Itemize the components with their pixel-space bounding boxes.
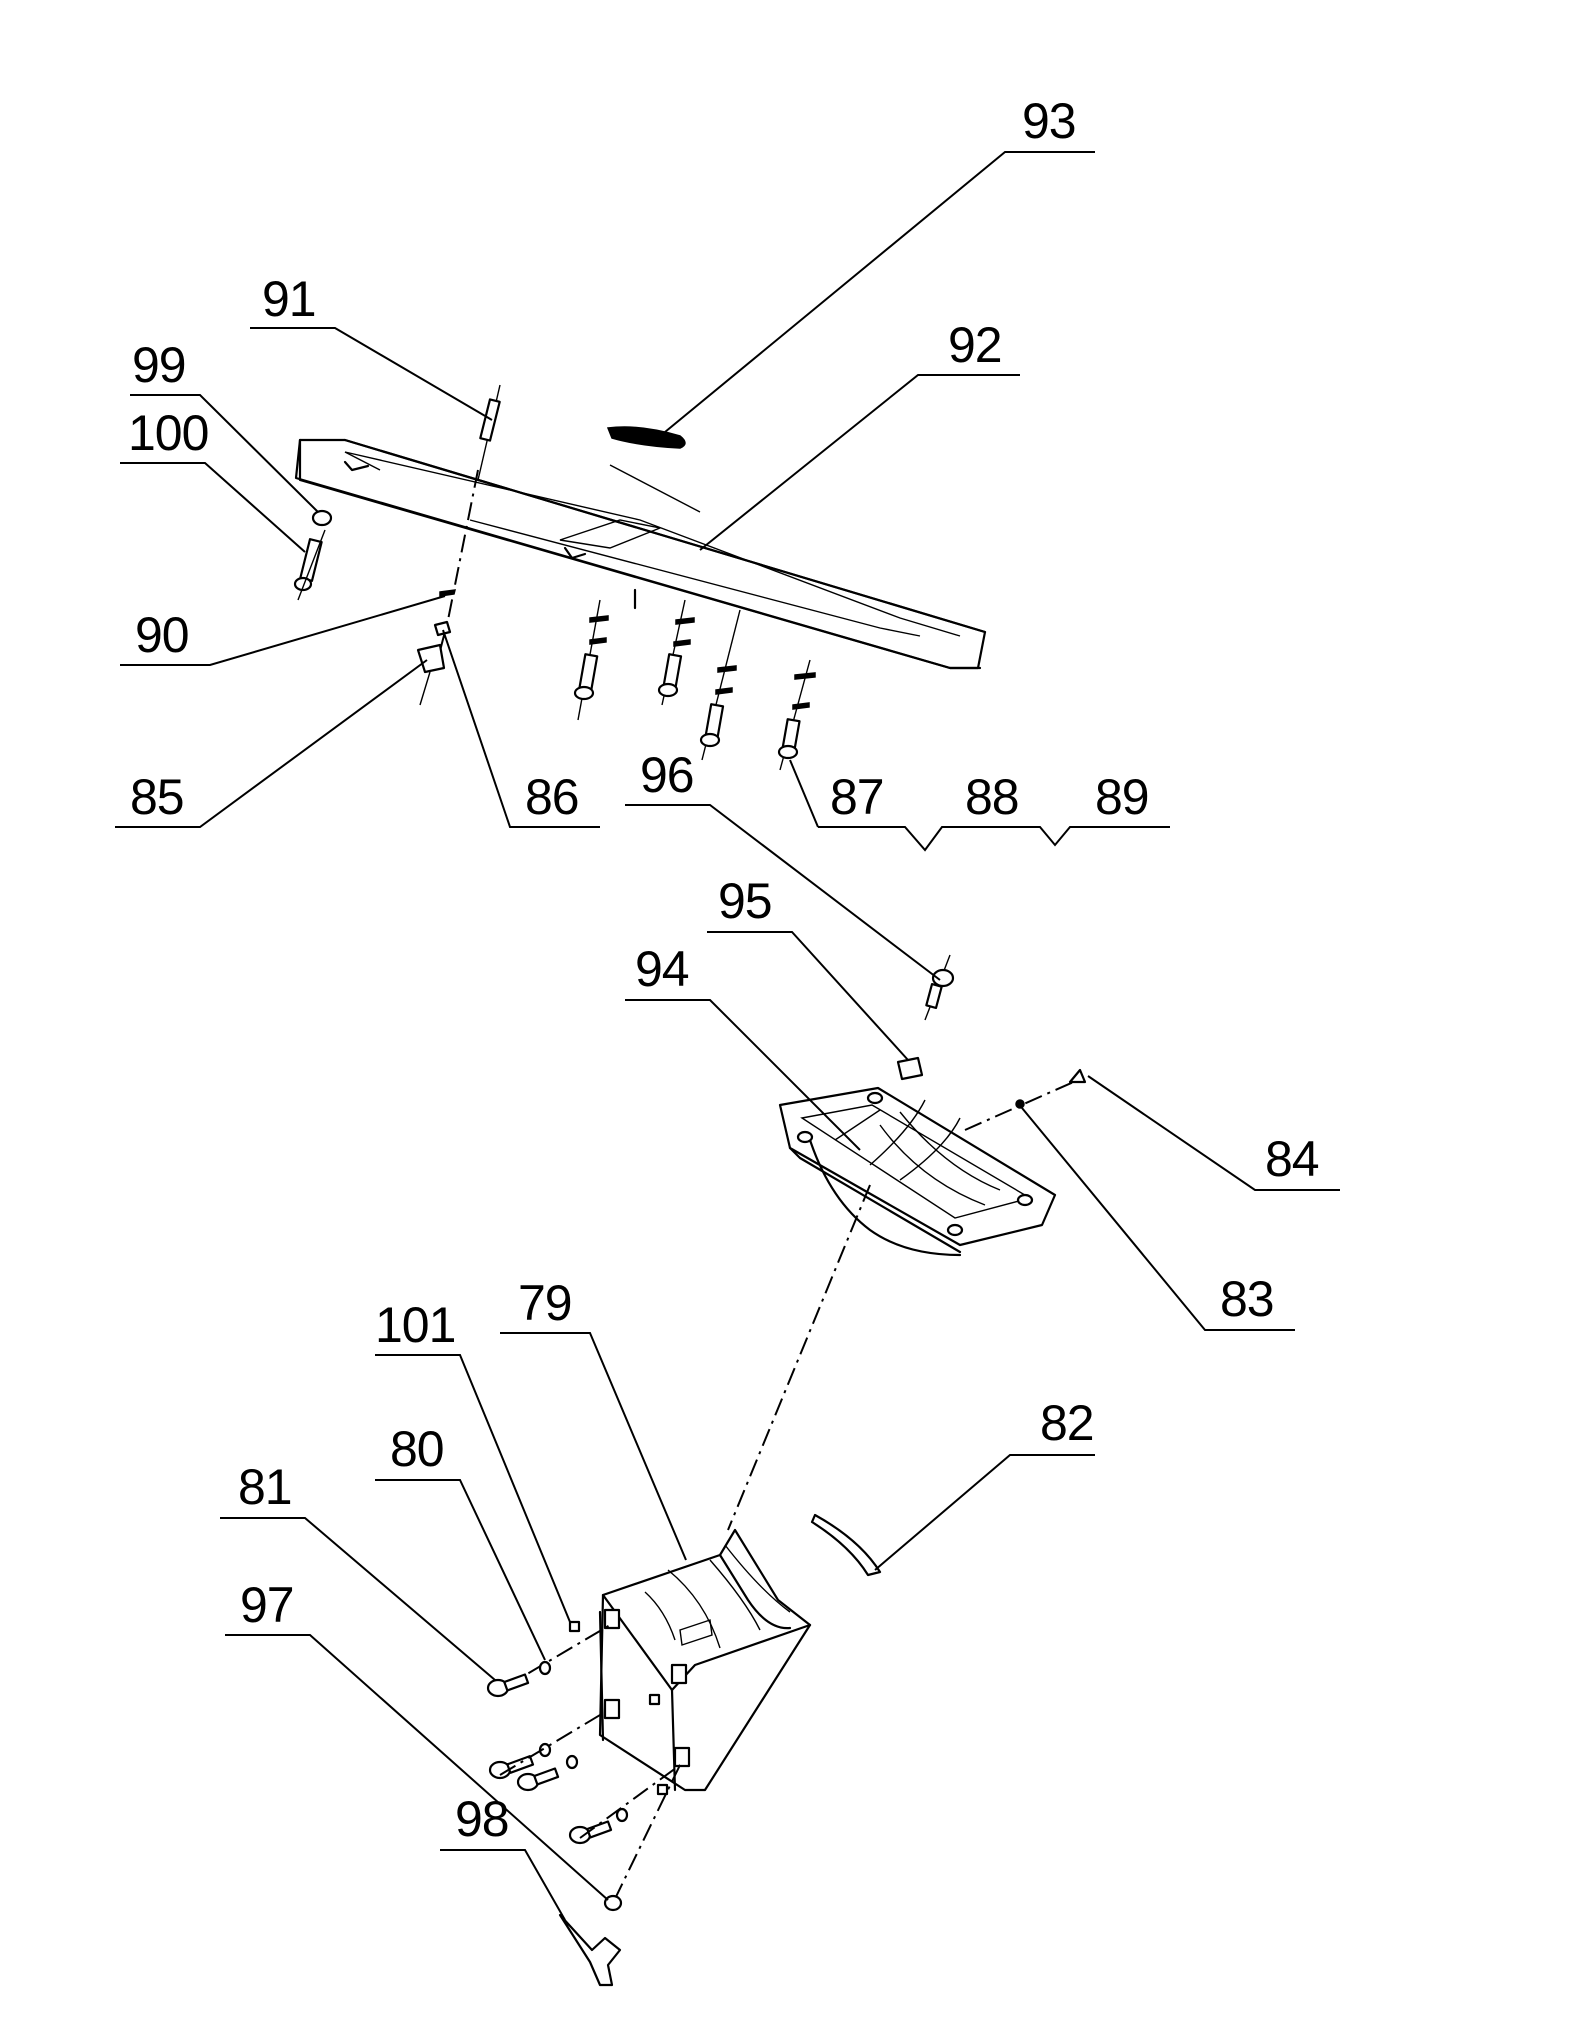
bolt-91: [477, 384, 501, 481]
label-85: 85: [130, 769, 184, 825]
label-95: 95: [718, 873, 772, 929]
trunnion-bracket-94: [778, 1086, 1057, 1257]
bolt-set-lower: [488, 1693, 681, 1845]
label-94: 94: [635, 941, 689, 997]
axis-line-84: [964, 1079, 1079, 1131]
wing-knob-98: [558, 1913, 622, 1987]
label-100: 100: [128, 405, 208, 461]
label-82: 82: [1040, 1395, 1094, 1451]
leader-lines: [115, 151, 1340, 1921]
scale-82: [810, 1513, 882, 1577]
label-98: 98: [455, 1791, 509, 1847]
label-90: 90: [135, 607, 189, 663]
nut-86: [433, 620, 452, 637]
bolt-99-100: [293, 509, 333, 601]
label-89: 89: [1095, 769, 1149, 825]
ball-83: [1015, 1099, 1025, 1109]
label-96: 96: [640, 747, 694, 803]
insert-plate-93: [606, 426, 686, 449]
label-86: 86: [525, 769, 579, 825]
label-80: 80: [390, 1421, 444, 1477]
nut-95: [896, 1056, 924, 1081]
base-housing-79: [598, 1528, 812, 1792]
axis-line-79: [727, 1184, 871, 1531]
washer-90: [439, 589, 456, 597]
label-92: 92: [948, 317, 1002, 373]
label-83: 83: [1220, 1271, 1274, 1327]
washer-97: [603, 1894, 623, 1912]
bolt-81: [486, 1620, 611, 1698]
axis-line-90: [434, 469, 479, 671]
table-plate-92: [294, 438, 987, 670]
label-93: 93: [1022, 93, 1076, 149]
label-97: 97: [240, 1577, 294, 1633]
callout-labels: 93 92 91 99 100 90 85 86 96 87 88 89 95 …: [128, 93, 1320, 1847]
bolt-96: [924, 954, 955, 1021]
label-88: 88: [965, 769, 1019, 825]
knob-85: [416, 643, 446, 706]
label-87: 87: [830, 769, 884, 825]
label-101: 101: [375, 1297, 455, 1353]
label-81: 81: [238, 1459, 292, 1515]
pin-84: [1068, 1068, 1087, 1084]
axis-line-97: [611, 1764, 681, 1906]
bolt-set-87-89: [573, 599, 816, 771]
label-84: 84: [1265, 1131, 1319, 1187]
label-79: 79: [518, 1275, 572, 1331]
label-91: 91: [262, 271, 316, 327]
label-99: 99: [132, 337, 186, 393]
